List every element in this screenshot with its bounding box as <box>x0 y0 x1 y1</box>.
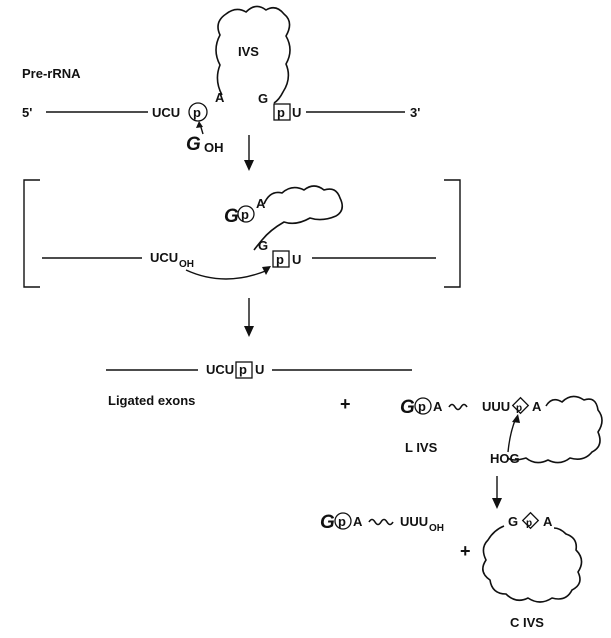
g-big-4: G <box>320 512 335 533</box>
step-arrowhead-1 <box>244 160 254 171</box>
u-label-2: U <box>292 252 301 267</box>
g-oh-sub: OH <box>204 140 224 155</box>
a-label-3: A <box>433 399 443 414</box>
g-label-1: G <box>258 91 268 106</box>
phosphate-label-3: p <box>241 207 249 222</box>
ucu-label-1: UCU <box>152 105 180 120</box>
ligation-curve-arrow <box>185 269 269 280</box>
g-oh-big-g: G <box>186 134 201 155</box>
bracket-left <box>23 179 40 288</box>
ivs-loop-top <box>215 5 291 104</box>
bracket-right <box>444 179 461 288</box>
a-label-1: A <box>215 90 225 105</box>
tilde-link-1 <box>448 403 468 411</box>
ligated-exons-label: Ligated exons <box>108 393 195 408</box>
hog-attack-arrowhead <box>512 414 520 423</box>
five-prime-label: 5' <box>22 105 32 120</box>
ucu-oh-label: UCU <box>150 250 178 265</box>
g-big-2: G <box>224 206 239 227</box>
hog-label: HOG <box>490 451 520 466</box>
g-label-5: G <box>508 514 518 529</box>
phosphate-label-6: p <box>418 399 426 414</box>
ivs-wavy-2 <box>253 185 344 251</box>
pre-rrna-label: Pre-rRNA <box>22 66 81 81</box>
u-label-1: U <box>292 105 301 120</box>
oh-sub-2: OH <box>179 259 194 270</box>
plus-2: + <box>460 541 471 561</box>
u-label-3: U <box>255 362 264 377</box>
phosphate-diamond-1 <box>511 396 530 415</box>
a-label-2: A <box>256 196 266 211</box>
hog-attack-arrow <box>507 417 517 453</box>
phosphate-circle-1 <box>188 102 208 122</box>
three-prime-label: 3' <box>410 105 420 120</box>
phosphate-label-7: p <box>516 403 522 414</box>
phosphate-circle-4 <box>334 512 352 530</box>
a-label-6: A <box>543 514 553 529</box>
phosphate-label-2: p <box>277 105 285 120</box>
phosphate-label-8: p <box>338 514 346 529</box>
a-label-5: A <box>353 514 363 529</box>
phosphate-label-4: p <box>276 252 284 267</box>
plus-1: + <box>340 394 351 414</box>
phosphate-circle-3 <box>414 397 432 415</box>
step-arrowhead-2 <box>244 326 254 337</box>
phosphate-square-2 <box>272 250 290 268</box>
tilde-link-2 <box>368 518 394 526</box>
ivs-label-top: IVS <box>238 44 259 59</box>
g-big-3: G <box>400 397 415 418</box>
phosphate-square-1 <box>273 103 291 121</box>
ucu-label-3: UCU <box>206 362 234 377</box>
c-ivs-label: C IVS <box>510 615 544 630</box>
phosphate-circle-2 <box>237 205 255 223</box>
uuu-label-2: UUU <box>400 514 428 529</box>
uuu-label-1: UUU <box>482 399 510 414</box>
step-arrowhead-3 <box>492 498 502 509</box>
a-label-4: A <box>532 399 542 414</box>
l-ivs-label: L IVS <box>405 440 438 455</box>
phosphate-label-1: p <box>193 105 201 120</box>
g-label-2: G <box>258 238 268 253</box>
phosphate-square-3 <box>235 361 253 379</box>
l-ivs-loop <box>507 395 603 464</box>
oh-sub-3: OH <box>429 523 444 534</box>
phosphate-diamond-2 <box>521 511 540 530</box>
attack-arrowhead-1 <box>196 121 203 128</box>
phosphate-label-9: p <box>526 518 532 529</box>
c-ivs-circle <box>482 525 583 603</box>
phosphate-label-5: p <box>239 362 247 377</box>
ligation-arrowhead <box>262 266 271 275</box>
